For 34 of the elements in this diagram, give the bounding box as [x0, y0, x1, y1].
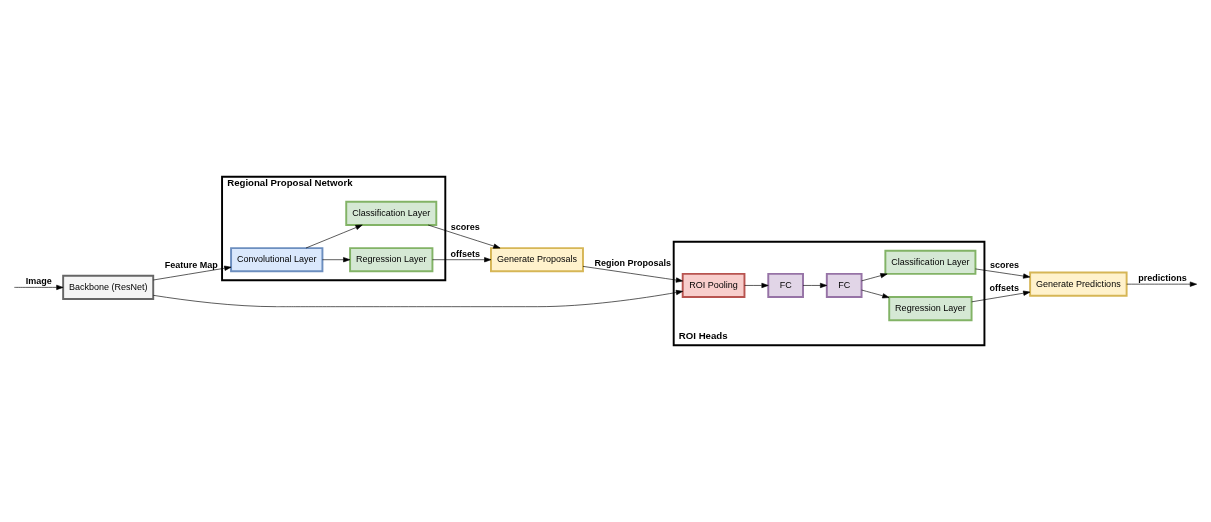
edge-label: scores [989, 260, 1019, 271]
edge-label: Region Proposals [594, 258, 672, 269]
node-box: FC [767, 272, 804, 298]
arrow [582, 266, 683, 283]
arrow [14, 284, 64, 290]
edge-label: scores [450, 221, 480, 232]
node-box: Generate Predictions [1029, 271, 1128, 297]
arrow [153, 265, 232, 281]
node-box: FC [825, 272, 863, 298]
edge-label: Feature Map [164, 259, 218, 270]
edge-label: offsets [989, 283, 1020, 294]
arrow [975, 268, 1031, 279]
arrow [802, 282, 828, 288]
node-box: Convolutional Layer [230, 247, 324, 273]
arrow [744, 282, 769, 288]
node-box: Classification Layer [884, 249, 977, 275]
arrow [322, 257, 351, 263]
arrow [153, 289, 683, 307]
node-box: Regression Layer [349, 247, 434, 273]
node-box: Backbone (ResNet) [62, 274, 155, 300]
node-box: Classification Layer [345, 200, 438, 226]
arrow [861, 289, 890, 299]
arrow [971, 290, 1031, 303]
node-box: Generate Proposals [490, 247, 584, 273]
arrow [427, 224, 501, 249]
arrow [861, 273, 888, 282]
arrow [1126, 281, 1197, 287]
arrow [432, 257, 492, 263]
edge-label: offsets [450, 248, 480, 259]
node-box: ROI Pooling [681, 272, 746, 298]
node-box: Regression Layer [888, 296, 973, 322]
edge-label: Image [25, 276, 52, 287]
edge-label: predictions [1138, 273, 1187, 284]
arrow [305, 224, 363, 249]
